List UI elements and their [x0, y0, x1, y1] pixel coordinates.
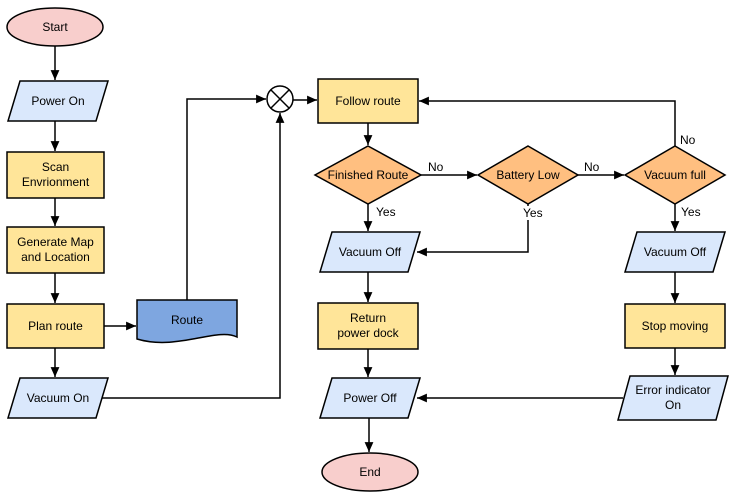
edge-vacuum-on-junction — [102, 113, 285, 399]
vacuum-full-decision-shape — [623, 145, 727, 205]
xor-junction — [266, 85, 294, 113]
generate-map-process-shape — [6, 226, 105, 274]
vacuum-on-io-shape — [6, 377, 110, 419]
route-document-shape — [136, 299, 238, 344]
xor-junction-cross-line — [270, 89, 290, 109]
vacuum-off-right-io-shape — [623, 231, 727, 273]
plan-route-process-shape — [6, 303, 105, 349]
edge-vacuum-full-follow-route-no — [419, 96, 676, 146]
end-terminal-shape — [321, 452, 419, 492]
power-on-io-shape — [6, 80, 110, 122]
return-power-dock-process-shape — [317, 302, 419, 350]
flowchart-shapes — [6, 7, 729, 492]
follow-route-process-shape — [317, 78, 419, 124]
battery-low-decision-shape — [476, 145, 580, 205]
scan-environment-process-shape — [6, 151, 105, 199]
finished-route-decision-shape — [313, 145, 423, 205]
vacuum-off-left-io-shape — [318, 231, 422, 273]
stop-moving-process-shape — [624, 303, 726, 349]
error-indicator-io-shape — [617, 375, 729, 421]
flowchart-edges — [50, 46, 680, 452]
edge-route-document-junction — [186, 94, 266, 300]
start-terminal-shape — [6, 7, 104, 47]
power-off-io-shape — [318, 377, 422, 419]
edge-battery-vacuum-off-yes — [417, 204, 529, 257]
